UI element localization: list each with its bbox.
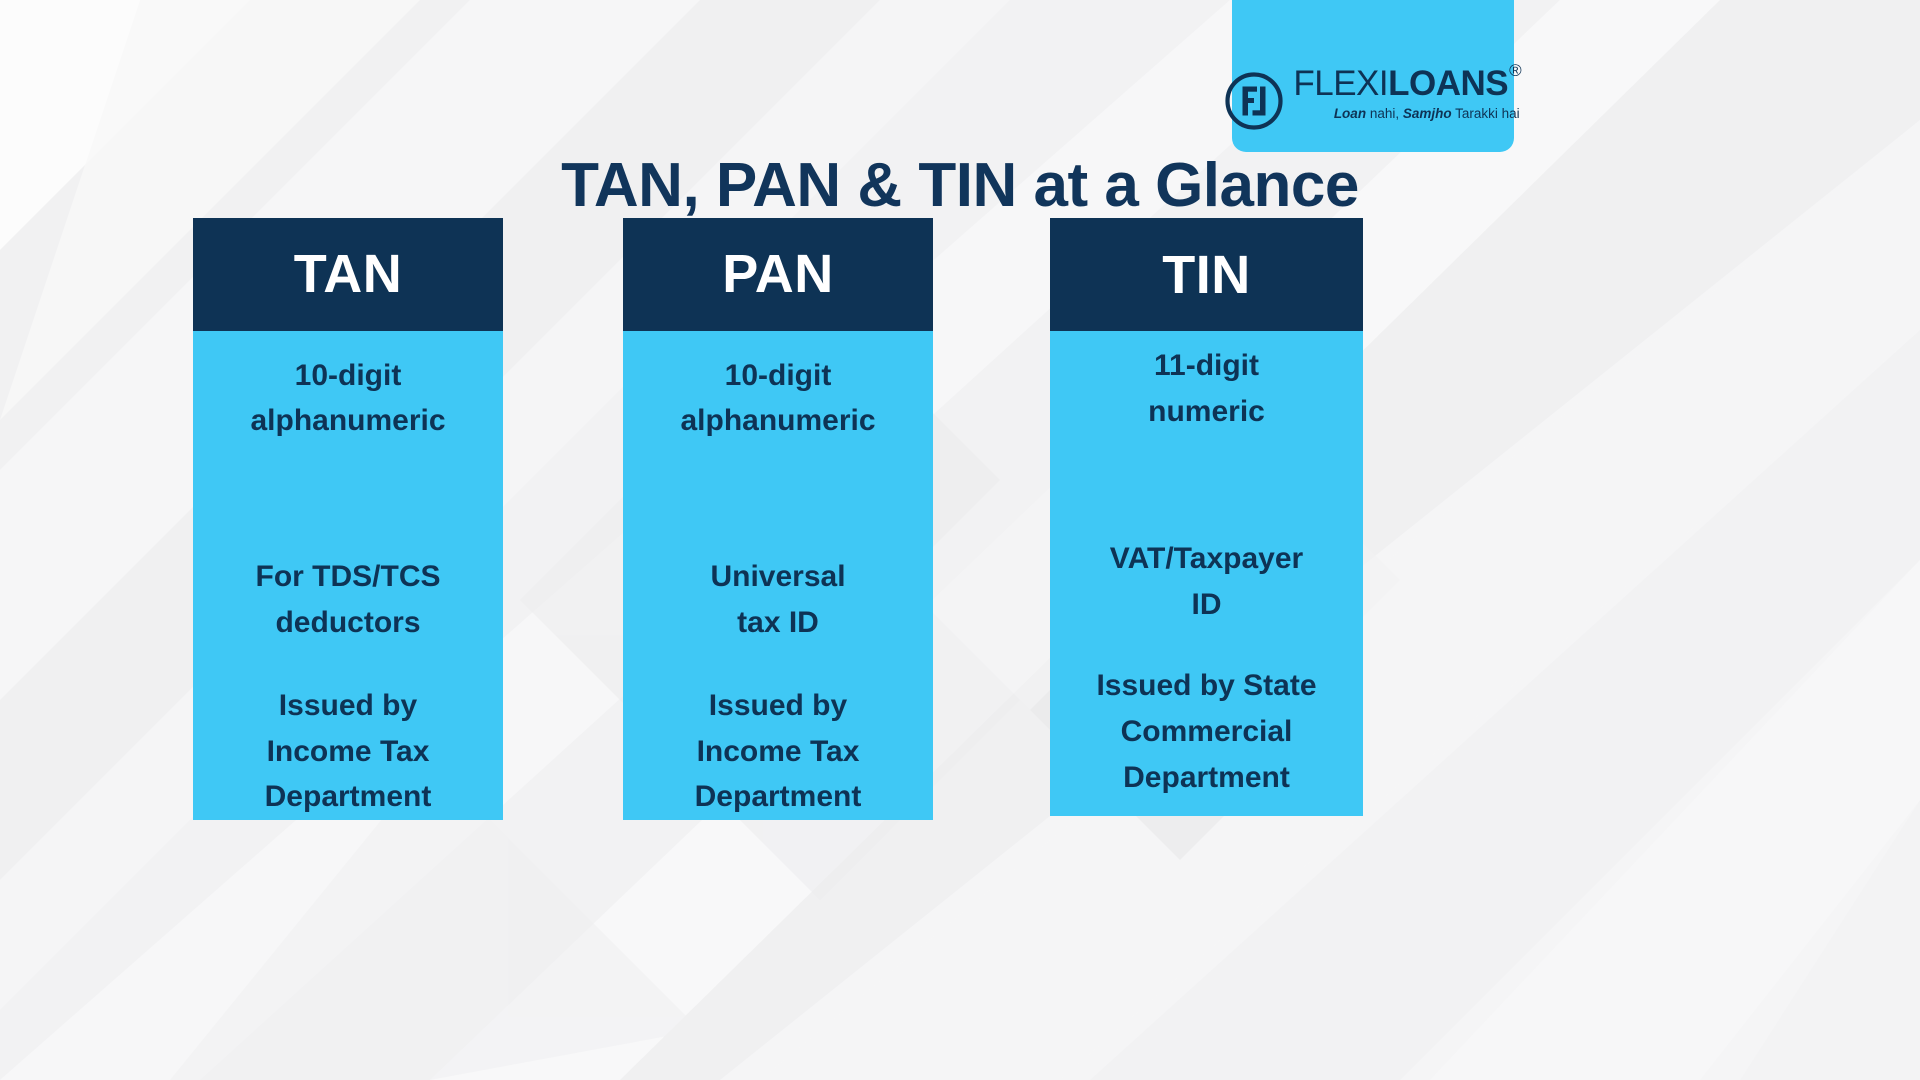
tagline-samjho: Samjho	[1402, 106, 1452, 121]
card-tan-format: 10-digit alphanumeric	[250, 358, 446, 438]
card-tin-header: TIN	[1050, 218, 1363, 331]
card-tan: TAN 10-digit alphanumeric For TDS/TCS de…	[193, 218, 503, 820]
comparison-cards: TAN 10-digit alphanumeric For TDS/TCS de…	[0, 218, 1920, 838]
tagline-nahi: nahi,	[1366, 106, 1403, 121]
card-tin-purpose: VAT/Taxpayer ID	[1109, 542, 1304, 621]
card-tin-body: 11-digit numeric VAT/Taxpayer ID Issued …	[1050, 331, 1363, 816]
card-tin-format: 11-digit numeric	[1148, 349, 1265, 428]
card-pan-format: 10-digit alphanumeric	[680, 358, 876, 438]
card-pan-body: 10-digit alphanumeric Universal tax ID I…	[623, 331, 933, 820]
card-tin: TIN 11-digit numeric VAT/Taxpayer ID Iss…	[1050, 218, 1363, 816]
card-tan-purpose: For TDS/TCS deductors	[255, 560, 441, 639]
card-tin-issuer: Issued by State Commercial Department	[1096, 669, 1317, 794]
page-title: TAN, PAN & TIN at a Glance	[561, 150, 1359, 220]
tagline-loan: Loan	[1333, 106, 1367, 121]
card-pan: PAN 10-digit alphanumeric Universal tax …	[623, 218, 933, 820]
card-tan-body: 10-digit alphanumeric For TDS/TCS deduct…	[193, 331, 503, 820]
logo-word-flexi: FLEXI	[1293, 64, 1389, 103]
card-tan-header: TAN	[193, 218, 503, 331]
logo-word-loans: LOANS	[1388, 64, 1509, 103]
card-tan-issuer: Issued by Income Tax Department	[264, 689, 432, 814]
card-pan-purpose: Universal tax ID	[710, 560, 846, 639]
flexiloans-fj-monogram-icon	[1224, 71, 1284, 136]
flexiloans-logo-badge: FLEXI LOANS ® Loan nahi, Samjho Tarakki …	[1225, 0, 1522, 152]
tagline-tarakki: Tarakki hai	[1451, 106, 1520, 121]
card-pan-issuer: Issued by Income Tax Department	[694, 689, 862, 814]
card-pan-header: PAN	[623, 218, 933, 331]
logo-tagline: Loan nahi, Samjho Tarakki hai	[1334, 106, 1522, 121]
registered-trademark-icon: ®	[1509, 61, 1522, 80]
